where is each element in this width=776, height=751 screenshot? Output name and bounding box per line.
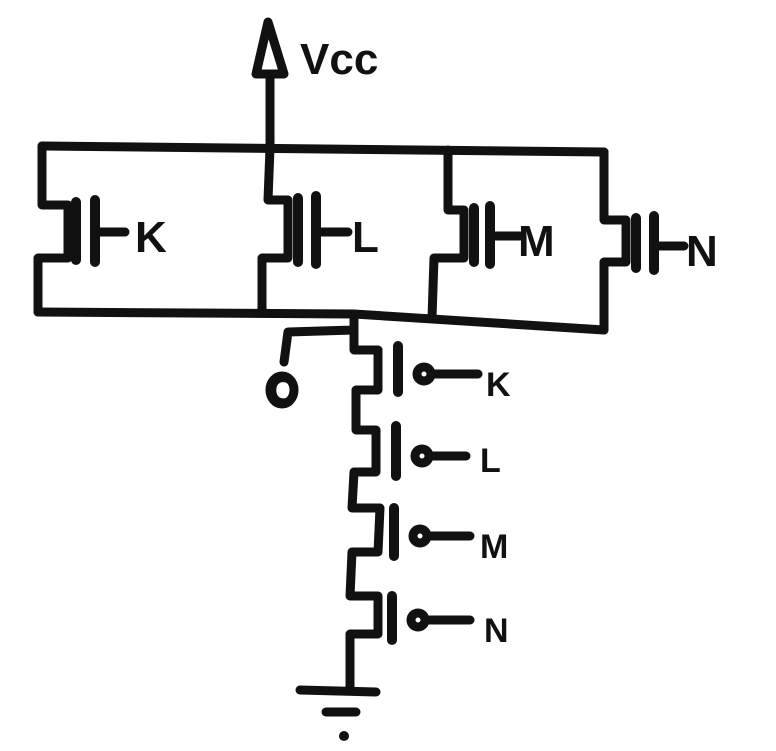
pullup-label-m: M <box>518 217 555 266</box>
pullup-transistor-m <box>427 145 525 323</box>
pulldown-label-l: L <box>480 442 501 480</box>
output-node <box>265 309 383 409</box>
pulldown-transistor-k <box>393 341 483 397</box>
pullup-transistor-n <box>599 147 689 335</box>
top-rail <box>37 141 609 157</box>
pulldown-label-k: K <box>486 366 511 404</box>
output-label: O <box>270 372 296 410</box>
pullup-transistor-l <box>257 143 353 317</box>
pullup-label-l: L <box>352 213 379 262</box>
ground-symbol <box>295 685 381 741</box>
pullup-label-n: N <box>686 227 718 276</box>
pulldown-label-n: N <box>484 612 509 650</box>
pulldown-transistor-l <box>391 421 471 481</box>
pulldown-transistor-n <box>387 591 475 645</box>
pulldown-transistor-m <box>389 503 475 561</box>
pullup-transistor-k <box>33 141 130 317</box>
pullup-label-k: K <box>135 213 167 262</box>
vcc-supply-symbol <box>251 17 289 153</box>
pulldown-chain <box>345 345 385 695</box>
vcc-label: Vcc <box>300 35 378 84</box>
pulldown-label-m: M <box>480 528 508 566</box>
